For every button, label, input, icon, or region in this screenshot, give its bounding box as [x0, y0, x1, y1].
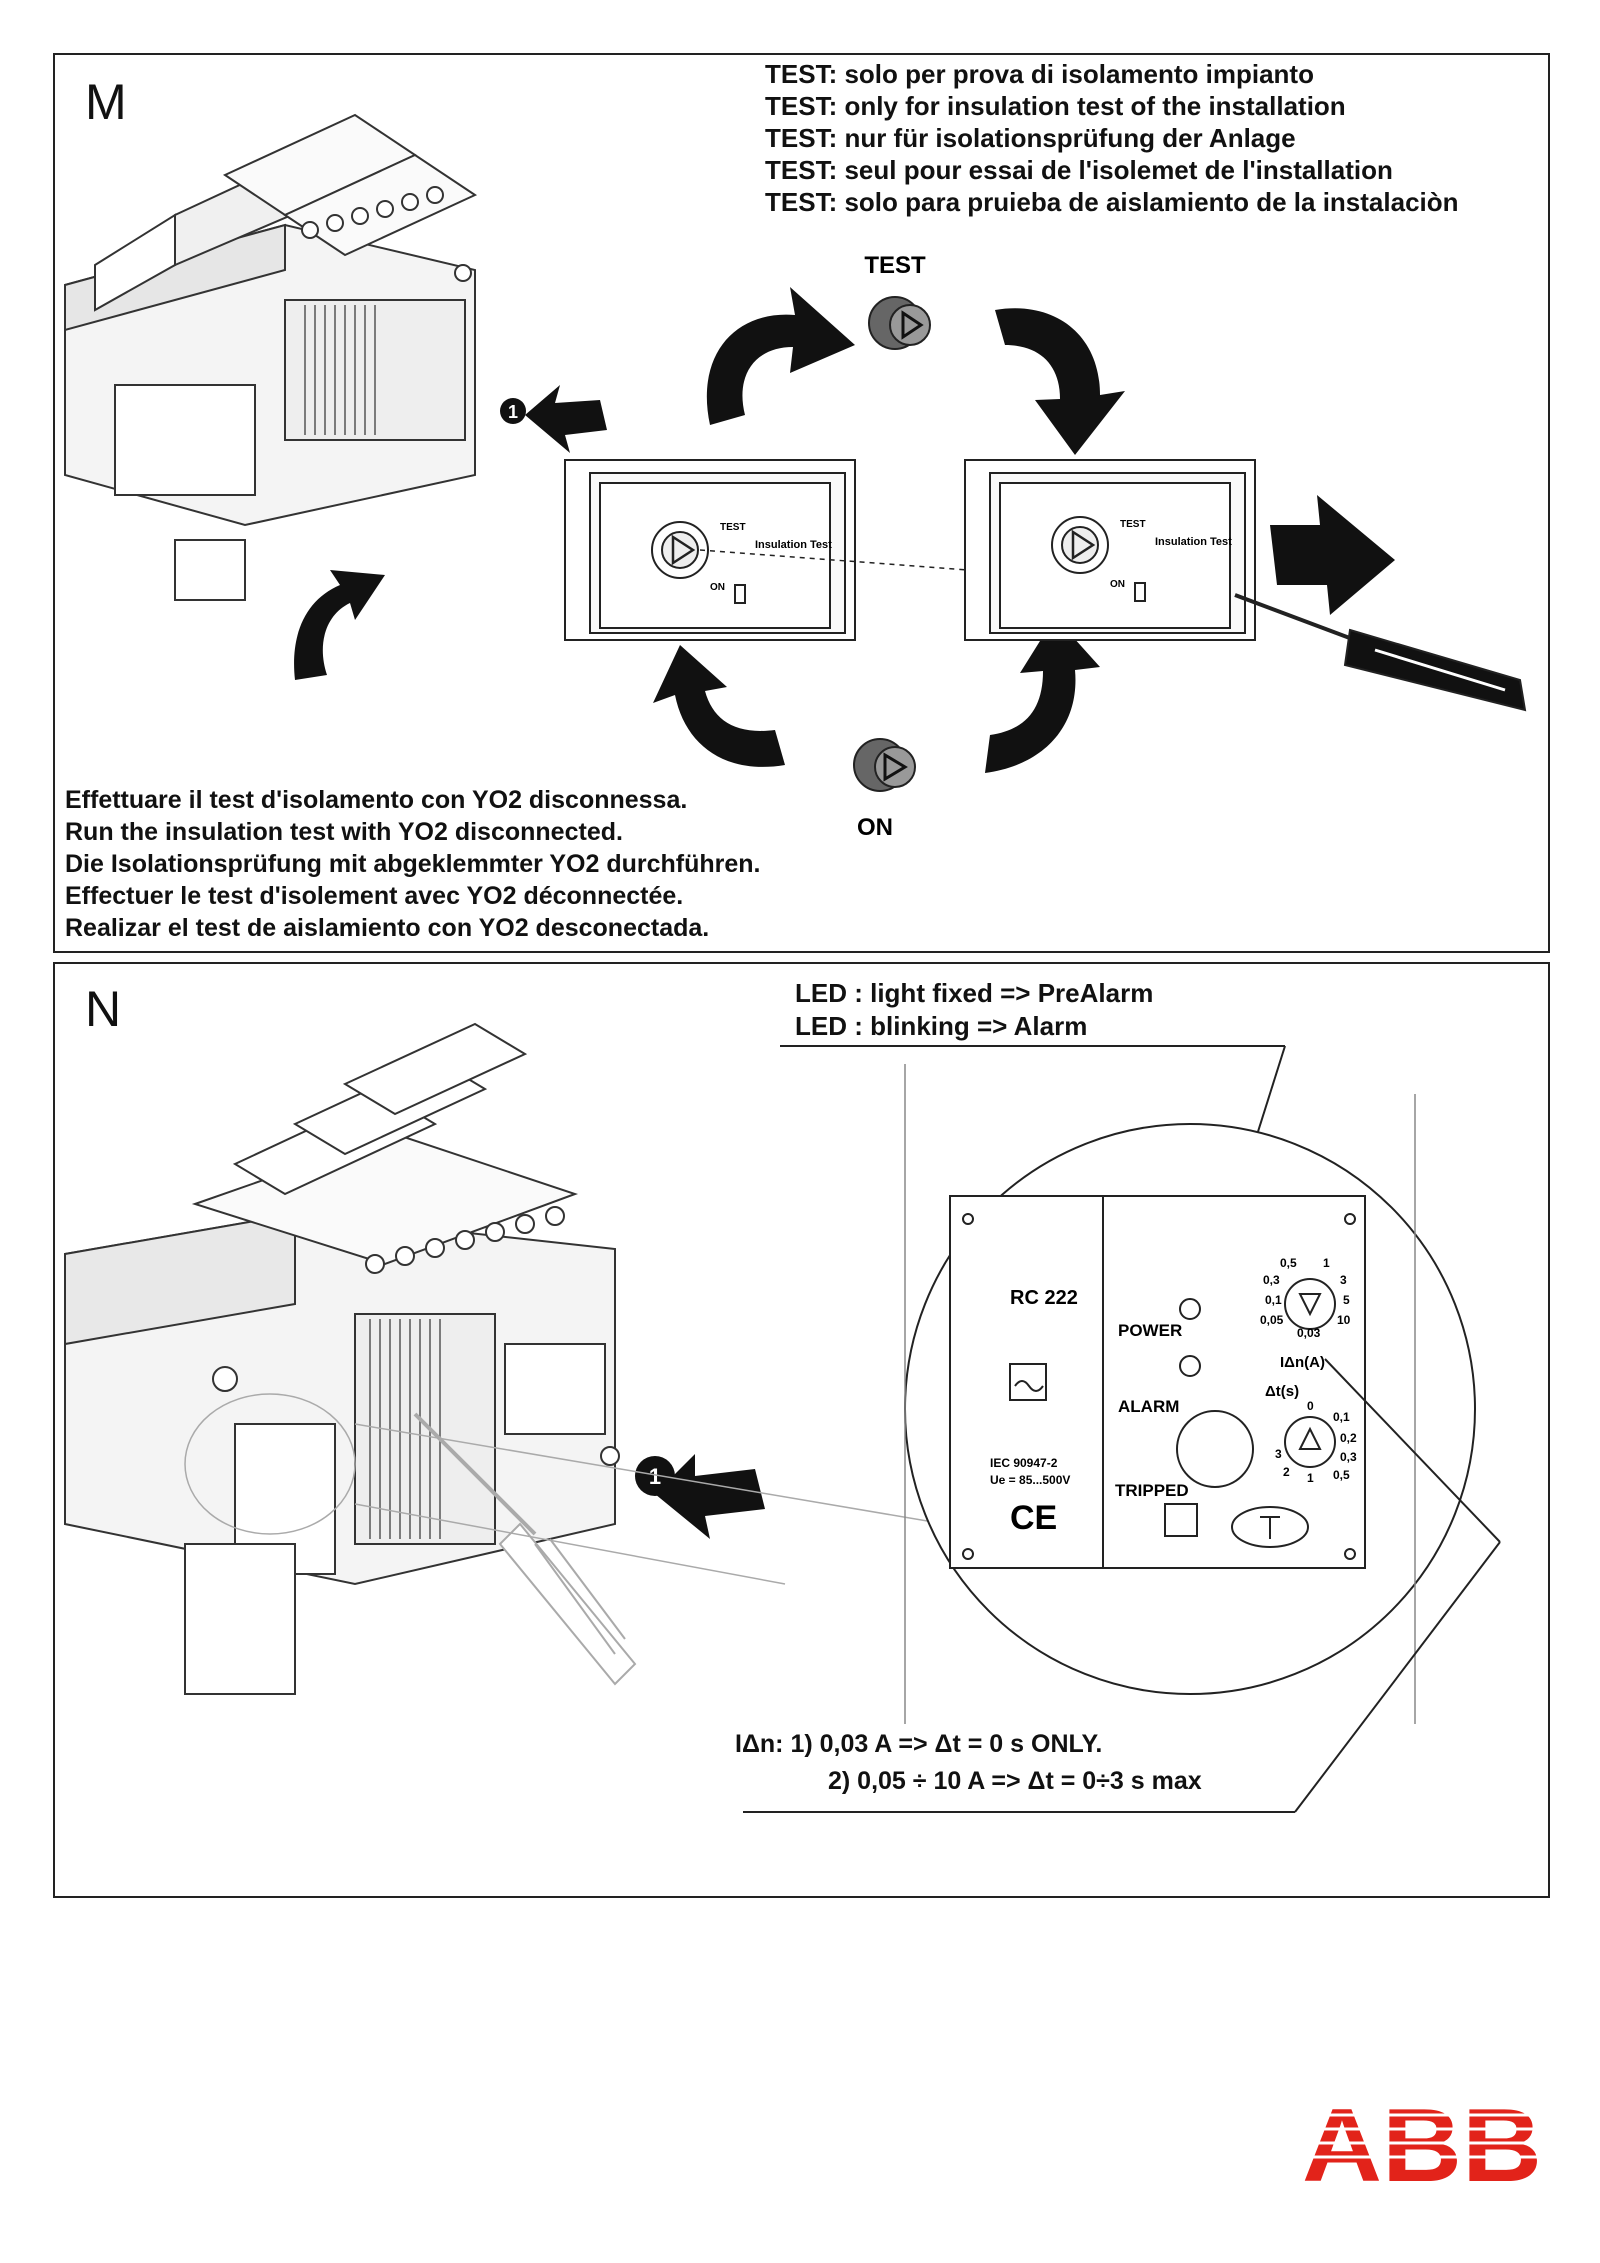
panel-m: M TEST: solo per prova di isolamento imp…	[53, 53, 1550, 953]
run-line-it: Effettuare il test d'isolamento con YO2 …	[65, 786, 688, 814]
rotate-arrow-bottom-left-icon	[653, 645, 785, 767]
svg-text:0,5: 0,5	[1280, 1256, 1297, 1270]
dt-label: Δt(s)	[1265, 1383, 1299, 1400]
push-arrow-icon	[525, 385, 607, 453]
relay-voltage: Ue = 85...500V	[990, 1473, 1070, 1487]
callout-1-badge	[500, 398, 526, 424]
rc222-illustration: 1	[64, 1022, 1501, 1813]
on-knob-icon	[853, 738, 916, 792]
n-callout-1-number: 1	[649, 1464, 661, 1489]
idn-rule-1: IΔn: 1) 0,03 A => Δt = 0 s ONLY.	[735, 1730, 1103, 1758]
knob-test-label: TEST	[864, 252, 926, 279]
press-arrow-icon	[1270, 495, 1395, 615]
device-panel-screwdriver	[964, 459, 1256, 641]
knob-on-label: ON	[857, 814, 893, 841]
device-test-label-right: TEST	[1120, 519, 1146, 530]
device-test-label-left: TEST	[720, 522, 746, 533]
svg-text:0: 0	[1307, 1399, 1314, 1413]
device-on-label-right: ON	[1110, 579, 1125, 590]
svg-text:0,1: 0,1	[1333, 1410, 1350, 1424]
led-line-alarm: LED : blinking => Alarm	[795, 1011, 1088, 1041]
svg-text:0,2: 0,2	[1340, 1431, 1357, 1445]
test-line-fr: TEST: seul pour essai de l'isolemet de l…	[765, 155, 1393, 185]
abb-logo: ABB	[1300, 2095, 1545, 2190]
test-knob-icon	[868, 296, 931, 350]
svg-text:0,1: 0,1	[1265, 1293, 1282, 1307]
rotate-arrow-bottom-right-icon	[985, 617, 1100, 773]
screwdriver-icon	[1234, 593, 1527, 712]
svg-text:3: 3	[1340, 1273, 1347, 1287]
svg-text:0,5: 0,5	[1333, 1468, 1350, 1482]
run-line-es: Realizar el test de aislamiento con YO2 …	[65, 914, 710, 942]
test-line-en: TEST: only for insulation test of the in…	[765, 91, 1346, 121]
relay-alarm-label: ALARM	[1118, 1397, 1179, 1416]
svg-text:5: 5	[1343, 1293, 1350, 1307]
svg-text:2: 2	[1283, 1465, 1290, 1479]
callout-1-number: 1	[508, 402, 518, 422]
insulation-test-illustration: 1 TEST TEST Insulation Test ON	[64, 113, 1527, 841]
svg-text:10: 10	[1337, 1313, 1351, 1327]
led-legend: LED : light fixed => PreAlarm LED : blin…	[795, 980, 1153, 1046]
relay-standard: IEC 90947-2	[990, 1456, 1058, 1470]
rc222-relay-face	[904, 1064, 1416, 1724]
rotate-arrow-top-right-icon	[995, 308, 1125, 455]
dt-dial-ticks: 0 0,1 0,2 3 0,3 2 1 0,5	[1275, 1399, 1357, 1485]
device-insulation-label-left: Insulation Test	[755, 539, 832, 551]
panel-n: N LED : light fixed => PreAlarm LED : bl…	[53, 962, 1550, 1898]
device-panel-test	[564, 459, 1236, 641]
run-line-en: Run the insulation test with YO2 disconn…	[65, 818, 623, 846]
n-screwdriver-icon	[413, 1412, 637, 1686]
run-line-fr: Effectuer le test d'isolement avec YO2 d…	[65, 882, 684, 910]
relay-model: RC 222	[1010, 1287, 1078, 1309]
device-insulation-label-right: Insulation Test	[1155, 536, 1232, 548]
breaker-drawing-n	[64, 1022, 620, 1695]
breaker-drawing-m	[64, 113, 478, 601]
device-on-label-left: ON	[710, 582, 725, 593]
test-line-es: TEST: solo para pruieba de aislamiento d…	[765, 187, 1459, 217]
idn-label: IΔn(A)	[1280, 1354, 1325, 1371]
rotate-arrow-top-left-icon	[706, 287, 855, 425]
panel-m-letter: M	[85, 74, 127, 130]
svg-text:3: 3	[1275, 1447, 1282, 1461]
svg-text:0,05: 0,05	[1260, 1313, 1284, 1327]
idn-dial-ticks: 0,5 1 0,3 3 0,1 5 0,05 10 0,03	[1260, 1256, 1351, 1340]
test-description: TEST: solo per prova di isolamento impia…	[765, 61, 1459, 221]
test-line-de: TEST: nur für isolationsprüfung der Anla…	[765, 123, 1296, 153]
panel-n-letter: N	[85, 981, 122, 1037]
svg-text:1: 1	[1307, 1471, 1314, 1485]
svg-text:0,3: 0,3	[1340, 1450, 1357, 1464]
run-test-description: Effettuare il test d'isolamento con YO2 …	[65, 788, 760, 948]
led-line-prealarm: LED : light fixed => PreAlarm	[795, 978, 1154, 1008]
idn-rule-2: 2) 0,05 ÷ 10 A => Δt = 0÷3 s max	[828, 1767, 1202, 1795]
n-push-arrow-icon	[655, 1454, 765, 1539]
relay-power-label: POWER	[1118, 1321, 1182, 1340]
curved-arrow-icon	[294, 570, 385, 680]
svg-text:0,03: 0,03	[1297, 1326, 1321, 1340]
ce-mark: CE	[1010, 1499, 1057, 1537]
relay-tripped-label: TRIPPED	[1115, 1481, 1189, 1500]
svg-text:1: 1	[1323, 1256, 1330, 1270]
run-line-de: Die Isolationsprüfung mit abgeklemmter Y…	[65, 850, 761, 878]
svg-text:0,3: 0,3	[1263, 1273, 1280, 1287]
idn-rules: IΔn: 1) 0,03 A => Δt = 0 s ONLY. 2) 0,05…	[735, 1732, 1202, 1806]
test-line-it: TEST: solo per prova di isolamento impia…	[765, 59, 1314, 89]
